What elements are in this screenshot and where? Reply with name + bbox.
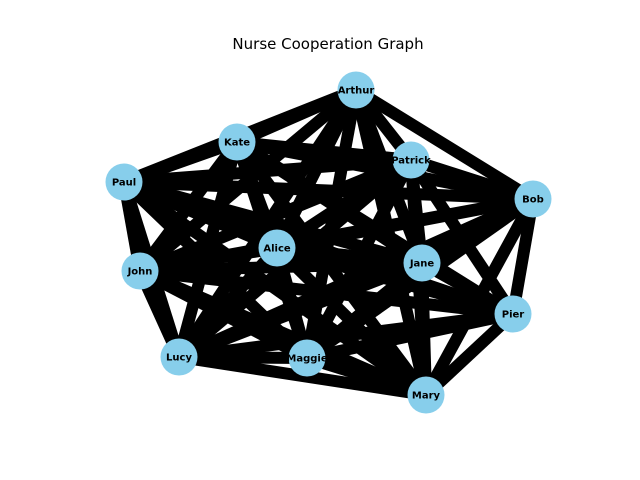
node-circle: [494, 295, 532, 333]
node-jane: Jane: [403, 244, 441, 282]
node-circle: [403, 244, 441, 282]
node-label: John: [127, 267, 153, 278]
node-alice: Alice: [258, 229, 296, 267]
node-kate: Kate: [218, 123, 256, 161]
node-patrick: Patrick: [391, 141, 431, 179]
node-label: Arthur: [338, 86, 375, 97]
edge-patrick-john: [137, 154, 414, 277]
edge-arthur-bob: [352, 84, 537, 205]
edge-bob-pier: [507, 197, 539, 316]
node-label: Mary: [412, 391, 441, 402]
node-layer: ArthurKatePatrickPaulBobAliceJaneJohnPie…: [105, 71, 552, 414]
node-circle: [288, 339, 326, 377]
edge-paul-bob: [123, 176, 534, 205]
edge-jane-john: [139, 257, 423, 277]
node-circle: [258, 229, 296, 267]
node-maggie: Maggie: [286, 339, 328, 377]
node-pier: Pier: [494, 295, 532, 333]
node-circle: [160, 338, 198, 376]
node-circle: [121, 252, 159, 290]
edge-lucy-mary: [178, 351, 427, 401]
node-label: Kate: [224, 138, 250, 149]
node-circle: [407, 376, 445, 414]
edge-jane-lucy: [176, 257, 425, 363]
edge-john-pier: [139, 265, 514, 320]
node-circle: [218, 123, 256, 161]
node-label: Paul: [112, 178, 136, 189]
node-label: Jane: [409, 259, 435, 270]
edge-pier-maggie: [305, 308, 515, 364]
edge-layer: [118, 84, 539, 401]
edge-maggie-mary: [305, 352, 428, 401]
node-arthur: Arthur: [337, 71, 375, 109]
node-label: Maggie: [286, 354, 327, 365]
node-circle: [514, 180, 552, 218]
node-label: Alice: [263, 244, 291, 255]
node-label: Lucy: [166, 353, 192, 364]
node-mary: Mary: [407, 376, 445, 414]
node-circle: [105, 163, 143, 201]
node-bob: Bob: [514, 180, 552, 218]
node-john: John: [121, 252, 159, 290]
node-circle: [392, 141, 430, 179]
node-label: Bob: [522, 195, 544, 206]
node-label: Patrick: [391, 156, 431, 167]
node-circle: [337, 71, 375, 109]
node-paul: Paul: [105, 163, 143, 201]
graph-title: Nurse Cooperation Graph: [232, 35, 423, 53]
node-label: Pier: [502, 310, 525, 321]
node-lucy: Lucy: [160, 338, 198, 376]
edge-pier-mary: [421, 309, 518, 400]
